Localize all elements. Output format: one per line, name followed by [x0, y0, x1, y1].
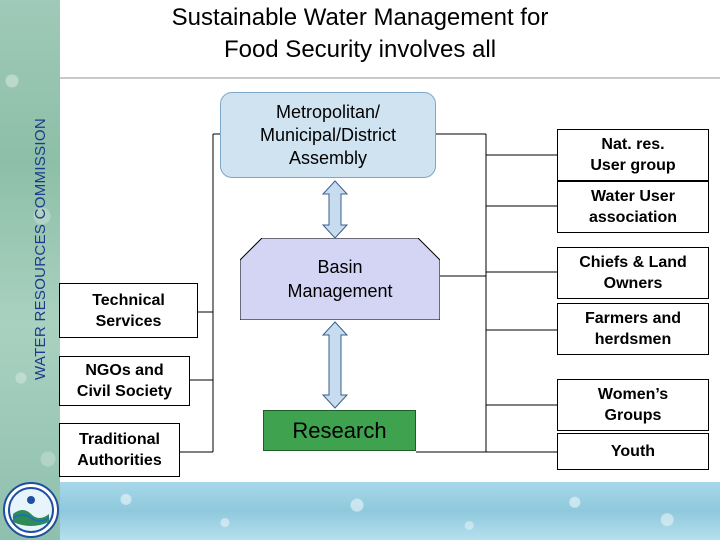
basin-management-box: Basin Management [240, 238, 440, 320]
metro-line-3: Assembly [288, 147, 368, 168]
metro-line-1: Metropolitan/ [275, 101, 381, 122]
women-line-2: Groups [604, 407, 662, 424]
slide-title-line-2: Food Security involves all [223, 36, 497, 63]
water-user-association-box: Water User association [557, 181, 709, 233]
farmers-line-1: Farmers and [584, 310, 682, 327]
metro-line-2: Municipal/District [259, 124, 397, 145]
natres-line-1: Nat. res. [601, 136, 665, 153]
basin-line-2: Management [287, 281, 393, 301]
technical-line-2: Services [95, 312, 162, 330]
double-arrow-upper [321, 180, 349, 239]
women-line-1: Women’s [597, 386, 669, 403]
nat-res-user-group-box: Nat. res. User group [557, 129, 709, 181]
farmers-line-2: herdsmen [594, 331, 672, 348]
chiefs-land-owners-box: Chiefs & Land Owners [557, 247, 709, 299]
title-divider [60, 77, 720, 79]
farmers-herdsmen-box: Farmers and herdsmen [557, 303, 709, 355]
chiefs-line-2: Owners [603, 275, 663, 292]
basin-line-1: Basin [317, 257, 363, 277]
left-decorative-band [0, 0, 60, 540]
slide-title: Sustainable Water Management for Food Se… [70, 2, 650, 66]
chiefs-line-1: Chiefs & Land [579, 254, 687, 271]
slide-title-line-1: Sustainable Water Management for [171, 4, 549, 31]
water-commission-logo-icon [3, 482, 59, 538]
womens-groups-box: Women’s Groups [557, 379, 709, 431]
research-label: Research [292, 418, 387, 443]
technical-services-box: Technical Services [59, 283, 198, 338]
ngos-civil-society-box: NGOs and Civil Society [59, 356, 190, 406]
wua-line-1: Water User [591, 188, 675, 205]
traditional-line-2: Authorities [77, 452, 162, 469]
traditional-authorities-box: Traditional Authorities [59, 423, 180, 477]
research-box: Research [263, 410, 416, 451]
bottom-decorative-band [60, 482, 720, 540]
technical-line-1: Technical [92, 291, 165, 309]
youth-label: Youth [610, 443, 656, 460]
traditional-line-1: Traditional [79, 431, 160, 448]
youth-box: Youth [557, 433, 709, 470]
wua-line-2: association [588, 209, 678, 226]
ngos-line-1: NGOs and [85, 362, 164, 379]
double-arrow-lower [321, 321, 349, 409]
metropolitan-assembly-box: Metropolitan/ Municipal/District Assembl… [220, 92, 436, 178]
ngos-line-2: Civil Society [76, 383, 173, 400]
natres-line-2: User group [590, 157, 676, 174]
